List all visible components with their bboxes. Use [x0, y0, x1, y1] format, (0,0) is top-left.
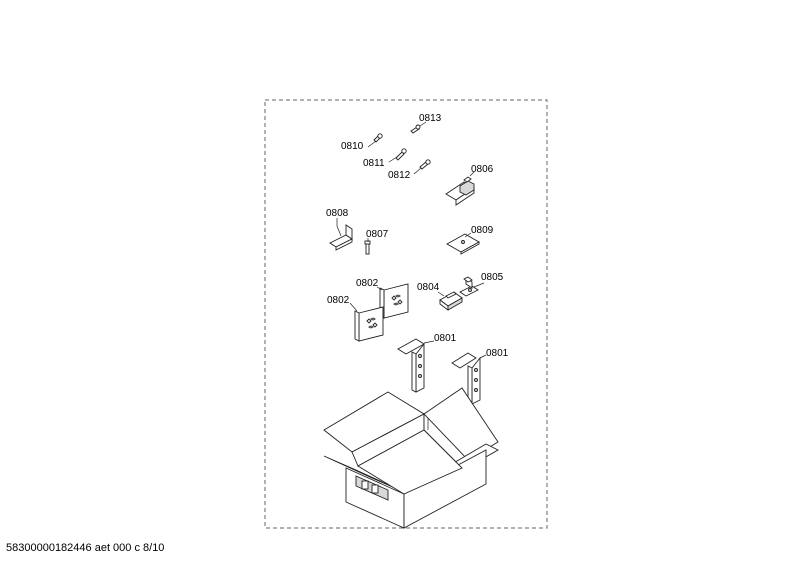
- screw-0812: [419, 159, 431, 170]
- screw-0810: [373, 133, 383, 143]
- document-footer: 58300000182446 aet 000 c 8/10: [6, 542, 165, 554]
- leader-0810: [367, 140, 377, 148]
- leader-0805: [473, 282, 485, 288]
- leader-0802-lower: [349, 302, 358, 312]
- angle-bracket-0808: [329, 224, 353, 251]
- leader-0813: [419, 121, 427, 127]
- label-0801-left: 0801: [434, 333, 457, 344]
- leader-0801-left: [423, 340, 435, 344]
- label-0801-right: 0801: [486, 348, 509, 359]
- label-0805: 0805: [481, 272, 504, 283]
- pin-0807: [364, 240, 371, 255]
- label-0813: 0813: [419, 113, 442, 124]
- label-0804: 0804: [417, 282, 440, 293]
- label-0811: 0811: [363, 158, 385, 169]
- label-0802-lower: 0802: [327, 295, 350, 306]
- leader-0802-upper: [376, 286, 383, 291]
- hinge-plate-0802-lower: [354, 306, 384, 342]
- label-0810: 0810: [341, 141, 364, 152]
- leader-0812: [413, 167, 422, 175]
- packaging-box: [323, 387, 499, 529]
- plate-0809: [446, 233, 480, 255]
- long-bracket-0801-left: [397, 338, 425, 393]
- hinge-part-0806: [445, 176, 475, 206]
- leader-0806: [469, 171, 475, 177]
- leader-0804: [437, 291, 445, 297]
- label-0806: 0806: [471, 164, 494, 175]
- screw-0813: [410, 124, 421, 134]
- leader-0801-right: [479, 354, 487, 359]
- leader-0808: [336, 218, 342, 237]
- label-0802-upper: 0802: [356, 278, 379, 289]
- label-0808: 0808: [326, 208, 349, 219]
- leader-0809: [464, 232, 472, 238]
- label-0812: 0812: [388, 170, 411, 181]
- screw-0811: [395, 148, 407, 161]
- leader-0811: [388, 156, 398, 163]
- hinge-plate-0802-upper: [379, 283, 409, 319]
- label-0809: 0809: [471, 225, 494, 236]
- block-0804: [439, 291, 463, 311]
- label-0807: 0807: [366, 229, 389, 240]
- bracket-0805: [459, 276, 479, 297]
- dashed-frame: [264, 99, 548, 529]
